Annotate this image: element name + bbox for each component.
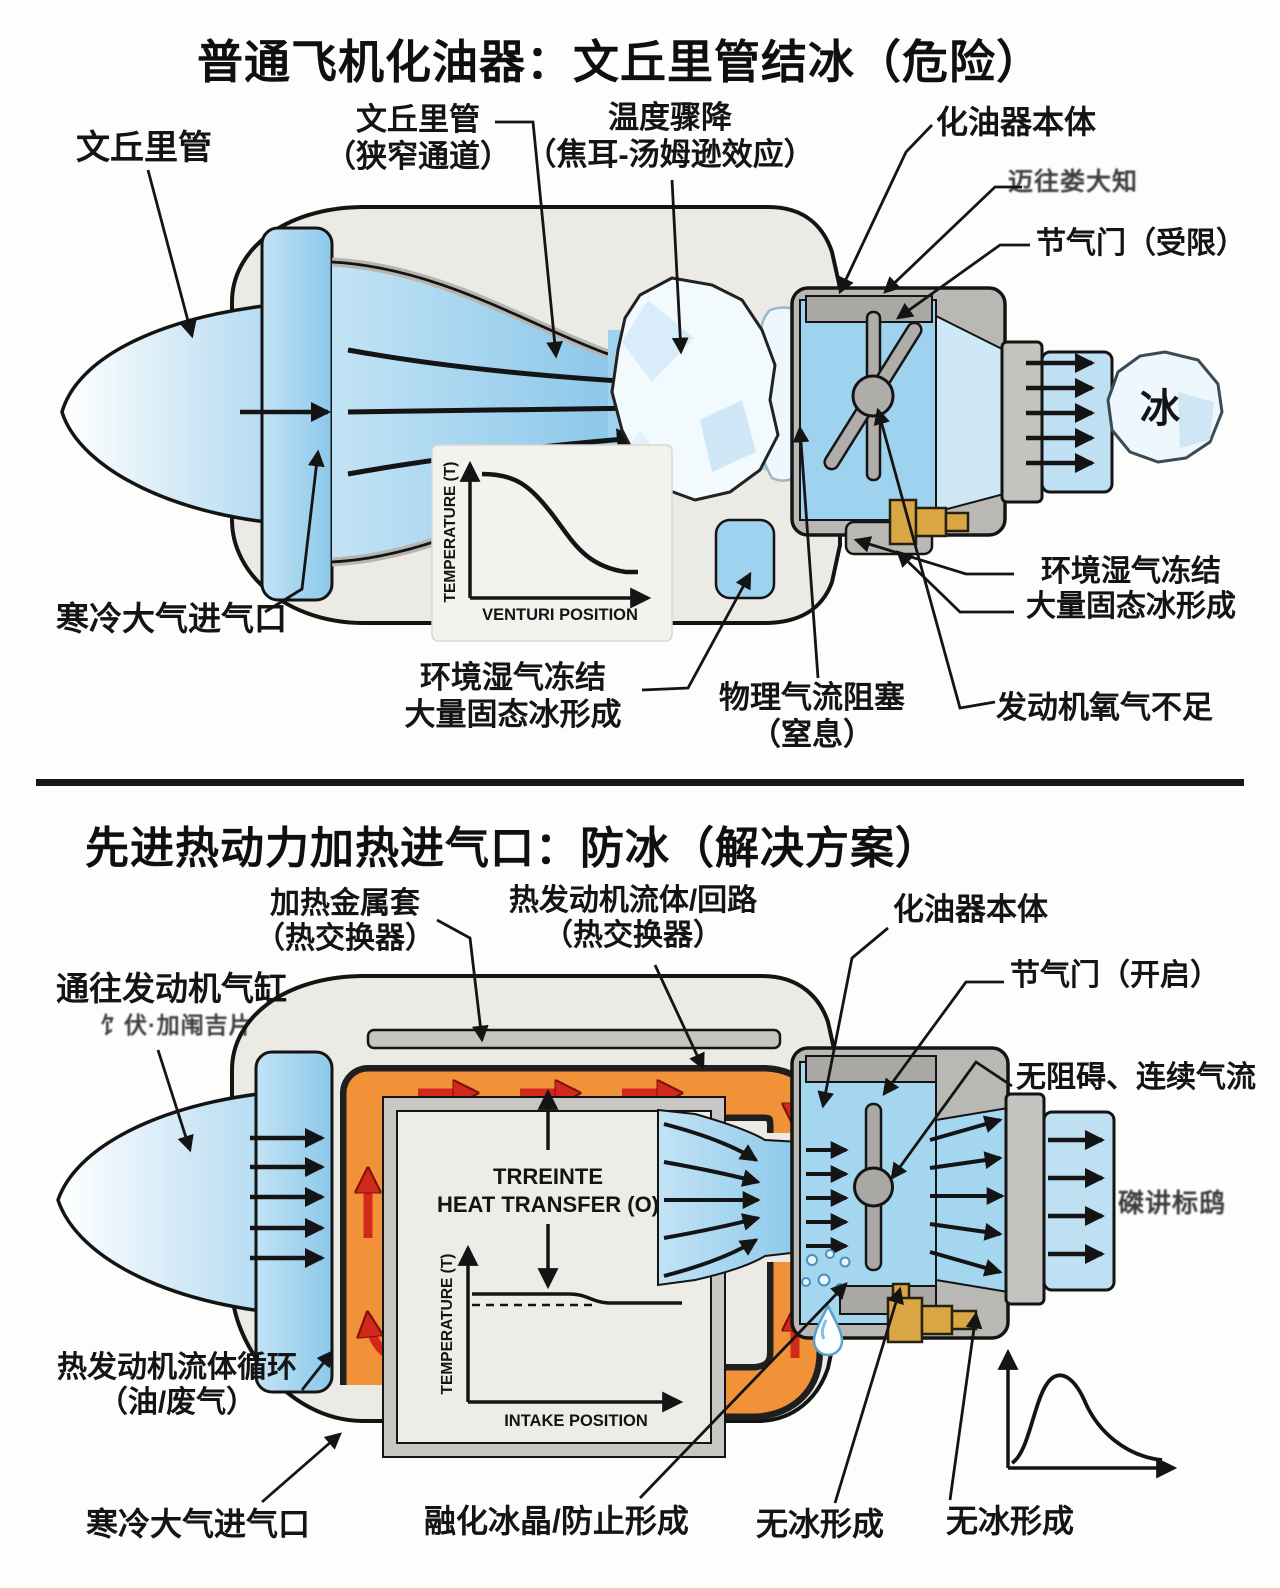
label-no-ice-2: 无冰形成 xyxy=(946,1503,1075,1539)
heat-transfer-line2: HEAT TRANSFER (O) xyxy=(437,1192,659,1217)
label-heated-sleeve-l2: （热交换器） xyxy=(255,922,435,956)
intake-temperature-graph: TEMPERATURE (T) INTAKE POSITION xyxy=(439,1244,684,1430)
fuel-fitting-icon xyxy=(888,498,970,546)
ice-cube-char: 冰 xyxy=(1140,387,1181,431)
label-venturi-narrow: 文丘里管 （狭窄通道） xyxy=(318,102,518,175)
label-garbled-bottom-left: 饣伏·加闱吉片 xyxy=(100,1012,253,1038)
label-hot-fluid-circulation: 热发动机流体循环 （油/废气） xyxy=(48,1350,306,1421)
label-hot-fluid-circulation-l1: 热发动机流体循环 xyxy=(57,1351,297,1384)
label-blockage-l1: 物理气流阻塞 xyxy=(719,680,905,715)
carburetor xyxy=(790,286,1007,556)
label-hot-fluid-circulation-l2: （油/废气） xyxy=(97,1386,257,1420)
label-moisture-center: 环境湿气冻结 大量固态冰形成 xyxy=(382,660,644,733)
graph-xlabel-bottom: INTAKE POSITION xyxy=(504,1412,648,1430)
intake-duct-bottom xyxy=(254,1050,334,1394)
label-moisture-center-l2: 大量固态冰形成 xyxy=(404,696,622,732)
heat-transfer-annotation: TRREINTE HEAT TRANSFER (O) xyxy=(437,1088,659,1290)
outlet-duct xyxy=(1000,340,1114,504)
label-temp-drop: 温度骤降 （焦耳-汤姆逊效应） xyxy=(520,100,820,173)
label-unobstructed-flow: 无阻碍、连续气流 xyxy=(1016,1061,1256,1094)
label-blockage-l2: （窒息） xyxy=(750,716,874,752)
converging-arrows xyxy=(663,1122,761,1278)
intake-arrows-bottom xyxy=(250,1127,326,1269)
ice-cube-icon: 冰 xyxy=(1106,350,1224,464)
label-hot-fluid-loop-l1: 热发动机流体/回路 xyxy=(508,884,758,917)
label-to-engine-cylinder: 通往发动机气缸 xyxy=(56,970,287,1007)
wet-air-pocket xyxy=(714,518,776,600)
graph-ylabel: TEMPERATURE (T) xyxy=(442,462,459,603)
label-hot-fluid-loop: 热发动机流体/回路 （热交换器） xyxy=(498,883,768,954)
heat-transfer-line1: TRREINTE xyxy=(493,1164,603,1189)
bell-curve-graph xyxy=(997,1348,1178,1479)
label-venturi-narrow-l1: 文丘里管 xyxy=(356,102,480,137)
graph-ylabel-bottom: TEMPERATURE (T) xyxy=(439,1254,456,1395)
outlet-duct-bottom xyxy=(1004,1092,1116,1306)
label-temp-drop-l2: （焦耳-汤姆逊效应） xyxy=(525,136,815,172)
label-carb-body-top: 化油器本体 xyxy=(936,104,1097,140)
section-divider xyxy=(36,779,1244,786)
label-cold-intake-top: 寒冷大气进气口 xyxy=(56,600,287,637)
top-diagram: 冰 TEMPERATURE (T) VENTURI POSITION xyxy=(60,120,1224,710)
label-venturi-narrow-l2: （狭窄通道） xyxy=(325,138,511,174)
label-throttle-open: 节气门（开启） xyxy=(1010,959,1220,992)
label-heated-sleeve-l1: 加热金属套 xyxy=(270,887,420,920)
label-hot-fluid-loop-l2: （热交换器） xyxy=(543,919,723,953)
graph-xlabel: VENTURI POSITION xyxy=(482,606,638,624)
bottom-diagram: TRREINTE HEAT TRANSFER (O) TEMPERATURE (… xyxy=(56,918,1178,1504)
top-title: 普通飞机化油器：文丘里管结冰（危险） xyxy=(197,36,1043,88)
label-garbled-bottom-right: 磔讲标鸱 xyxy=(1118,1188,1227,1218)
label-moisture-right-l2: 大量固态冰形成 xyxy=(1026,590,1236,624)
falling-droplet-icon xyxy=(812,1303,844,1357)
label-garbled-top-right: 迈往娄大知 xyxy=(1008,168,1139,196)
label-throttle-restricted: 节气门（受限） xyxy=(1036,227,1246,260)
label-engine-oxygen: 发动机氧气不足 xyxy=(996,690,1213,725)
label-moisture-center-l1: 环境湿气冻结 xyxy=(420,660,606,695)
label-moisture-right: 环境湿气冻结 大量固态冰形成 xyxy=(1016,554,1246,625)
bottom-title: 先进热动力加热进气口：防冰（解决方案） xyxy=(85,824,940,873)
label-blockage: 物理气流阻塞 （窒息） xyxy=(706,680,918,753)
label-carb-body-bottom: 化油器本体 xyxy=(893,892,1048,927)
label-melt-ice: 融化冰晶/防止形成 xyxy=(424,1503,689,1539)
label-moisture-right-l1: 环境湿气冻结 xyxy=(1041,555,1221,588)
label-cold-intake-bottom: 寒冷大气进气口 xyxy=(86,1506,311,1542)
heated-metal-sleeve xyxy=(366,1028,782,1050)
leader-lines-bottom xyxy=(156,918,1013,1504)
label-temp-drop-l1: 温度骤降 xyxy=(608,100,732,135)
label-no-ice-1: 无冰形成 xyxy=(756,1506,885,1542)
label-venturi-left: 文丘里管 xyxy=(76,129,212,167)
venturi-temperature-graph: TEMPERATURE (T) VENTURI POSITION xyxy=(431,444,673,642)
leader-lines-top xyxy=(146,120,1030,710)
throttle-valve-open xyxy=(853,1102,894,1272)
throttle-valve-restricted xyxy=(823,310,923,482)
label-heated-sleeve: 加热金属套 （热交换器） xyxy=(250,886,440,957)
